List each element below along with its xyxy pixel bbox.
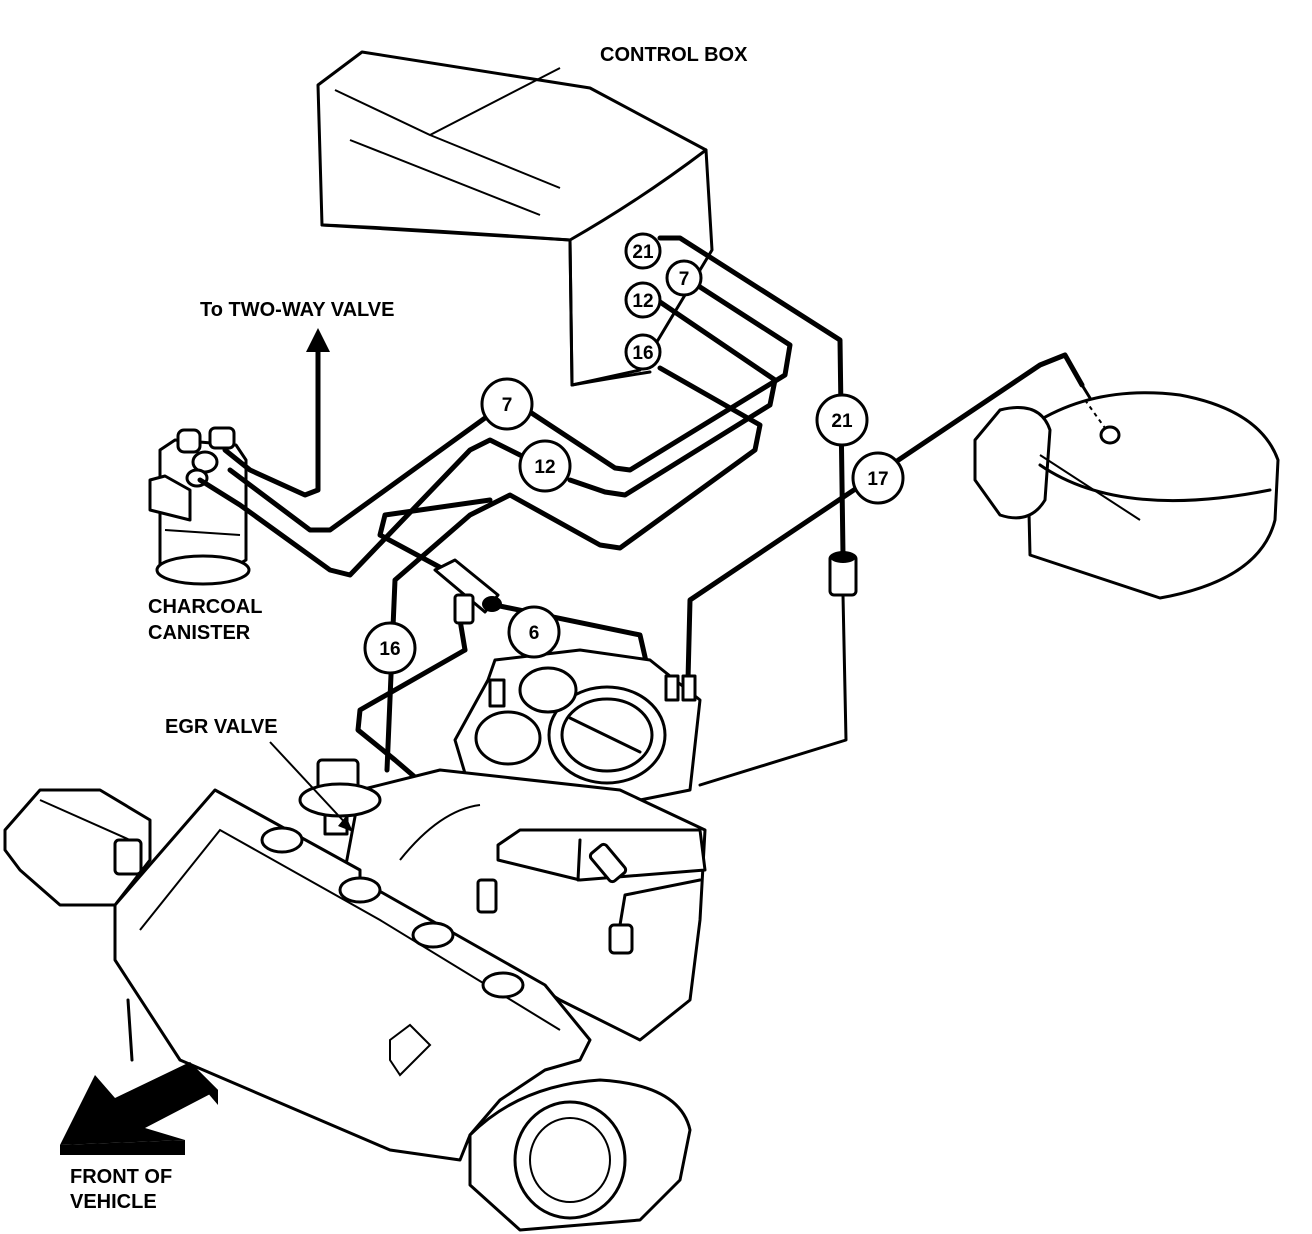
- hose-label: 17: [867, 469, 888, 490]
- up-arrow-icon: [306, 328, 330, 490]
- label-control-box: CONTROL BOX: [600, 44, 748, 66]
- inline-valve-21: [828, 551, 858, 597]
- hose-label: 21: [831, 411, 853, 432]
- hose-number-12-box: 12: [624, 281, 662, 319]
- hose-number-16-left: 16: [363, 621, 417, 675]
- hose-label: 16: [379, 639, 400, 660]
- label-egr-valve: EGR VALVE: [165, 716, 278, 738]
- hose-label: 21: [632, 242, 654, 263]
- throttle-body: [453, 648, 702, 852]
- hose-number-6-center: 6: [507, 605, 561, 659]
- label-front-of-vehicle-line2: VEHICLE: [70, 1191, 157, 1213]
- direction-arrow-icon: [60, 1062, 218, 1155]
- hose-label: 6: [529, 623, 540, 644]
- hose-number-16-box: 16: [624, 333, 662, 371]
- cylinder-head: [113, 788, 692, 1232]
- hose-label: 16: [632, 343, 653, 364]
- label-two-way-valve: To TWO-WAY VALVE: [200, 299, 394, 321]
- label-charcoal-canister-line1: CHARCOAL: [148, 596, 262, 618]
- air-chamber: [973, 383, 1280, 600]
- hose-number-21-box: 21: [624, 232, 662, 270]
- hose-number-17-right: 17: [851, 451, 905, 505]
- hose-number-12-mid: 12: [518, 439, 572, 493]
- hose-label: 7: [679, 269, 690, 290]
- charcoal-canister: [148, 426, 251, 586]
- vacuum-hoses: [197, 235, 1085, 793]
- label-charcoal-canister-line2: CANISTER: [148, 622, 251, 644]
- hose-label: 12: [632, 291, 653, 312]
- hose-number-7-box: 7: [665, 259, 703, 297]
- hose-number-21-right: 21: [815, 393, 869, 447]
- hose-number-7-mid: 7: [480, 377, 534, 431]
- label-front-of-vehicle-line1: FRONT OF: [70, 1166, 172, 1188]
- inline-valve-6: [433, 558, 502, 625]
- distributor: [3, 788, 152, 907]
- intake-manifold: [343, 768, 707, 1042]
- hose-label: 12: [534, 457, 555, 478]
- control-box: [316, 50, 714, 387]
- hose-label: 7: [502, 395, 513, 416]
